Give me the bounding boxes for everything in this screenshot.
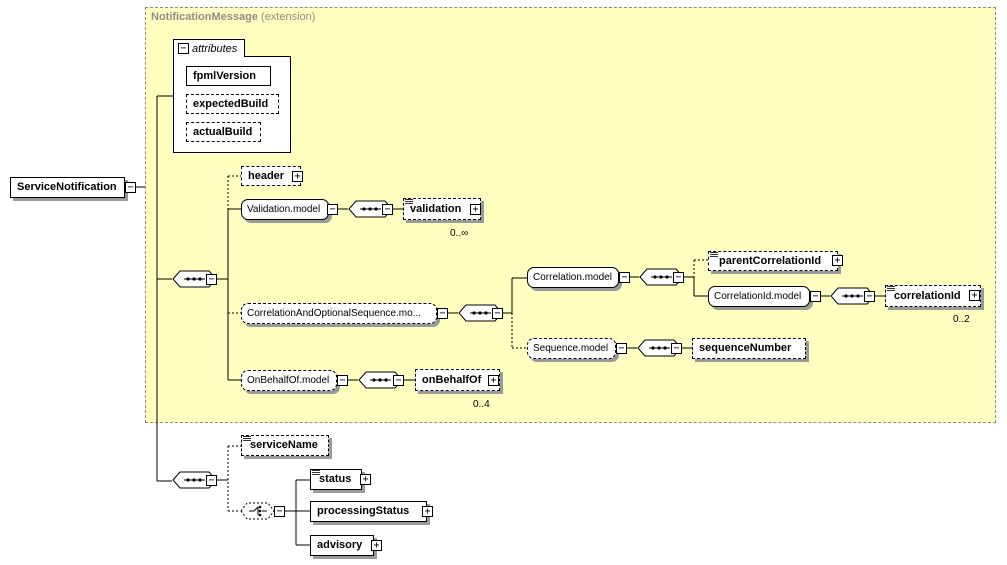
attribute-fpml-version[interactable]: fpmlVersion [186, 66, 271, 86]
documentation-icon [312, 470, 320, 476]
sequence-number-element[interactable]: sequenceNumber [692, 338, 806, 359]
collapse-icon[interactable]: − [864, 291, 875, 302]
expand-icon[interactable]: + [470, 204, 481, 215]
collapse-icon[interactable]: − [393, 375, 404, 386]
collapse-icon[interactable]: − [206, 475, 217, 486]
correlation-model-group[interactable]: Correlation.model [527, 267, 619, 288]
collapse-icon[interactable]: − [437, 308, 448, 319]
processing-status-element[interactable]: processingStatus [310, 501, 427, 522]
sequence-icon[interactable] [637, 337, 683, 359]
validation-element[interactable]: validation [403, 198, 481, 220]
expand-icon[interactable]: + [371, 540, 382, 551]
expand-icon[interactable]: + [969, 290, 980, 301]
status-element[interactable]: status [310, 469, 362, 490]
collapse-icon[interactable]: − [673, 272, 684, 283]
attribute-actual-build[interactable]: actualBuild [186, 122, 261, 142]
documentation-icon [243, 436, 251, 442]
correlation-sequence-model-group[interactable]: CorrelationAndOptionalSequence.mo... [241, 303, 437, 324]
attribute-expected-build[interactable]: expectedBuild [186, 94, 279, 114]
attributes-title: attributes [192, 42, 238, 55]
validation-cardinality: 0..∞ [450, 228, 469, 239]
correlation-id-model-group[interactable]: CorrelationId.model [708, 286, 810, 307]
sequence-icon[interactable] [458, 302, 504, 324]
collapse-icon[interactable]: − [206, 274, 217, 285]
documentation-icon [887, 286, 895, 292]
collapse-icon[interactable]: − [810, 291, 821, 302]
extension-label: NotificationMessage (extension) [151, 11, 316, 23]
collapse-icon[interactable]: − [671, 343, 682, 354]
expand-icon[interactable]: + [360, 474, 371, 485]
correlation-id-element[interactable]: correlationId [885, 285, 981, 307]
choice-icon[interactable] [240, 500, 276, 522]
collapse-icon[interactable]: − [125, 182, 136, 193]
validation-model-group[interactable]: Validation.model [241, 199, 329, 220]
expand-icon[interactable]: + [832, 255, 843, 266]
expand-icon[interactable]: + [488, 375, 499, 386]
service-notification-element[interactable]: ServiceNotification [10, 177, 125, 198]
parent-correlation-id-element[interactable]: parentCorrelationId [708, 251, 838, 271]
collapse-icon[interactable]: − [327, 204, 338, 215]
expand-icon[interactable]: + [292, 171, 303, 182]
attributes-tab[interactable]: − attributes [173, 39, 245, 57]
on-behalf-of-element[interactable]: onBehalfOf [415, 369, 500, 391]
sequence-icon[interactable] [830, 285, 876, 307]
documentation-icon [405, 199, 413, 205]
collapse-icon[interactable]: − [382, 204, 393, 215]
collapse-icon[interactable]: − [616, 343, 627, 354]
expand-icon[interactable]: + [422, 506, 433, 517]
sequence-icon[interactable] [639, 266, 685, 288]
collapse-icon[interactable]: − [619, 272, 630, 283]
advisory-element[interactable]: advisory [310, 535, 374, 556]
correlation-id-cardinality: 0..2 [953, 314, 970, 325]
sequence-model-group[interactable]: Sequence.model [527, 338, 616, 359]
service-name-element[interactable]: serviceName [241, 435, 329, 456]
on-behalf-of-cardinality: 0..4 [473, 399, 490, 410]
collapse-icon[interactable]: − [337, 375, 348, 386]
collapse-icon[interactable]: − [274, 506, 285, 517]
on-behalf-of-model-group[interactable]: OnBehalfOf.model [241, 370, 337, 391]
collapse-icon[interactable]: − [492, 308, 503, 319]
collapse-icon[interactable]: − [178, 43, 189, 54]
sequence-icon[interactable] [172, 268, 218, 290]
documentation-icon [710, 252, 718, 258]
